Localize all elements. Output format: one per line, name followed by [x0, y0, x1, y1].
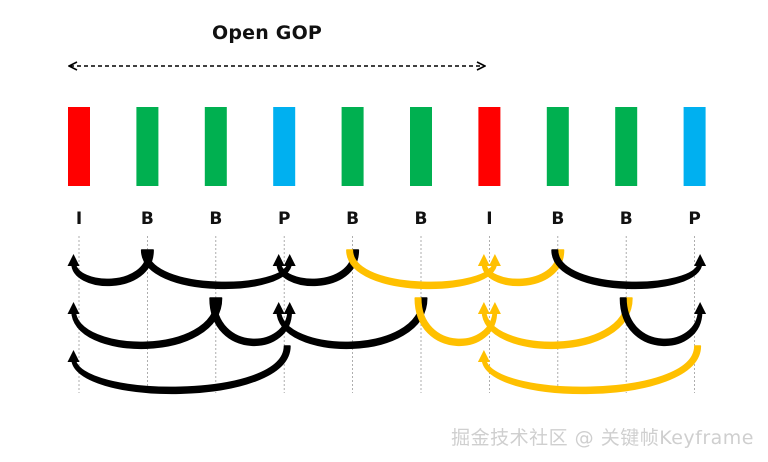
reference-arrow [140, 249, 296, 289]
arrowhead-icon [477, 350, 490, 362]
arrowhead-icon [272, 254, 285, 266]
reference-arrow [619, 297, 707, 346]
frame-label: P [688, 209, 700, 229]
arrowhead-icon [488, 302, 501, 314]
frame-label: B [141, 209, 154, 229]
reference-arrow [67, 249, 154, 287]
frame-label: I [76, 209, 82, 229]
arrowhead-icon [488, 254, 501, 266]
arrowhead-icon [67, 302, 80, 314]
frame-bar-p [273, 107, 296, 186]
frame-bar-b [204, 107, 227, 186]
reference-arc [71, 345, 291, 395]
reference-arrow [551, 249, 707, 289]
reference-arrow [272, 249, 360, 287]
frame-label: B [209, 209, 222, 229]
arrowhead-icon [283, 302, 296, 314]
frame-label: B [551, 209, 564, 229]
guide-lines [78, 236, 695, 393]
reference-arc [481, 345, 702, 395]
arrowhead-icon [283, 254, 296, 266]
arrowhead-icon [477, 302, 490, 314]
reference-arrow [477, 345, 702, 395]
arrowhead-icon [67, 254, 80, 266]
frame-bar-b [546, 107, 569, 186]
frame-bar-b [410, 107, 432, 186]
arrowhead-icon [694, 302, 707, 314]
watermark: 掘金技术社区 @ 关键帧Keyframe [451, 427, 754, 449]
reference-arc [71, 249, 154, 287]
arrowhead-icon [67, 350, 80, 362]
arrowhead-icon [694, 254, 707, 266]
reference-arrow [477, 297, 633, 350]
reference-arrow [67, 345, 291, 395]
frame-label: B [346, 209, 359, 229]
frame-bar-i [478, 107, 501, 186]
reference-arrow [272, 297, 428, 350]
reference-arrow [67, 297, 223, 350]
frame-label: P [278, 209, 290, 229]
reference-arc [481, 297, 633, 350]
reference-arc [619, 297, 703, 346]
reference-arc [346, 249, 498, 289]
frame-bar-p [683, 107, 706, 186]
frame-bars [68, 107, 706, 186]
reference-arc [551, 249, 703, 289]
reference-arrow [209, 297, 296, 346]
reference-arc [71, 297, 223, 350]
arrowhead-icon [272, 302, 285, 314]
diagram-title: Open GOP [212, 22, 323, 44]
frame-label: I [486, 209, 492, 229]
frame-label: B [620, 209, 633, 229]
reference-arrow [477, 249, 565, 287]
frame-bar-b [341, 107, 364, 186]
frame-bar-b [615, 107, 638, 186]
arrowhead-icon [477, 254, 490, 266]
frame-bar-b [136, 107, 159, 186]
reference-arc [276, 297, 428, 350]
reference-arrow [414, 297, 501, 346]
frame-bar-i [68, 107, 90, 186]
frame-label: B [415, 209, 428, 229]
reference-arc [140, 249, 292, 289]
reference-arrow [346, 249, 501, 289]
reference-arrows [67, 249, 707, 395]
